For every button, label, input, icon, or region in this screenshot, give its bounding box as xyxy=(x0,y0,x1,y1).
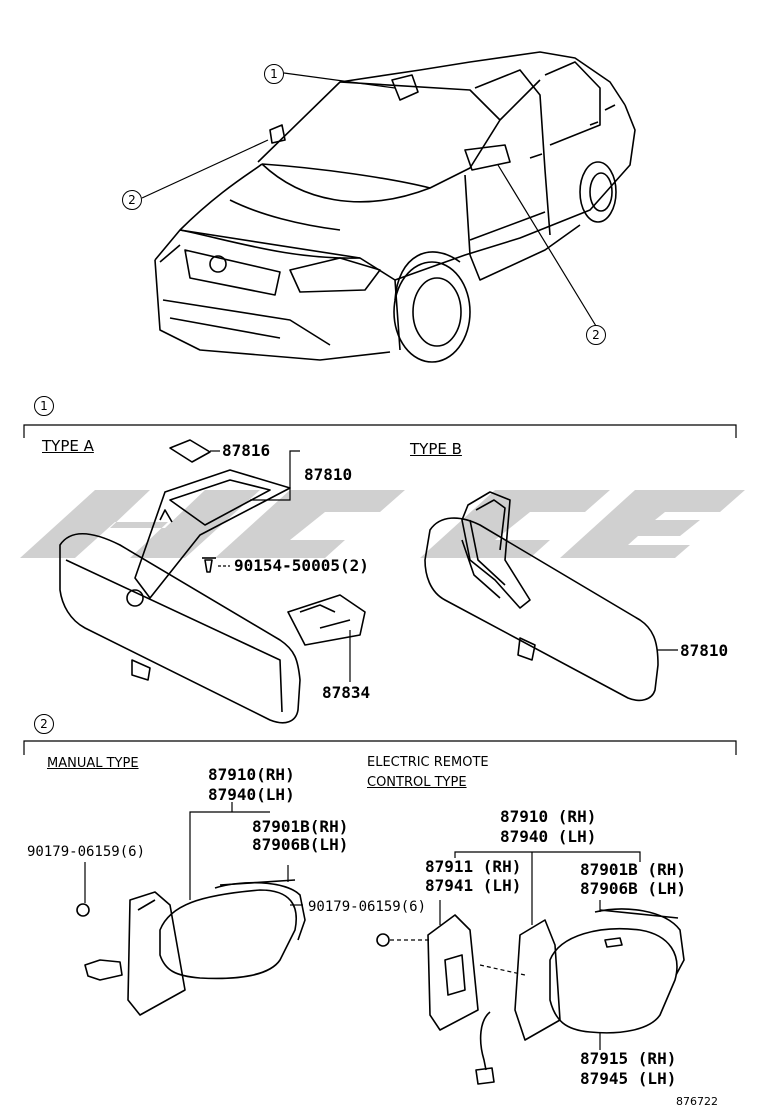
type-a-leaders xyxy=(210,450,351,682)
part-87816: 87816 xyxy=(222,441,271,460)
document-number: 876722 xyxy=(676,1095,718,1108)
inner-mirror-type-b xyxy=(424,491,659,702)
part-87910-rh-manual: 87910(RH) xyxy=(208,765,295,784)
car-illustration xyxy=(154,51,636,363)
manual-type-label: MANUAL TYPE xyxy=(47,756,139,771)
callout-2-car-right: 2 xyxy=(586,325,606,345)
part-90154-50005: 90154-50005(2) xyxy=(234,556,369,575)
part-87910-rh-electric: 87910 (RH) xyxy=(500,807,597,826)
callout-2-car-left: 2 xyxy=(122,190,142,210)
car-leader-lines xyxy=(141,72,597,327)
manual-leaders xyxy=(84,802,303,906)
type-a-label: TYPE A xyxy=(42,437,94,455)
part-87940-lh-manual: 87940(LH) xyxy=(208,785,295,804)
outer-mirror-manual xyxy=(76,879,306,1016)
outer-mirror-electric xyxy=(376,908,685,1085)
part-87906b-lh-manual: 87906B(LH) xyxy=(252,835,349,854)
electric-type-label-line2: CONTROL TYPE xyxy=(367,775,467,790)
part-87945-lh-electric: 87945 (LH) xyxy=(580,1069,677,1088)
electric-type-label-line1: ELECTRIC REMOTE xyxy=(367,755,489,770)
part-87834: 87834 xyxy=(322,683,371,702)
part-90179-06159-mid: 90179-06159(6) xyxy=(308,899,427,915)
part-87911-rh-electric: 87911 (RH) xyxy=(425,857,522,876)
part-87940-lh-electric: 87940 (LH) xyxy=(500,827,597,846)
part-87810-type-b: 87810 xyxy=(680,641,729,660)
electric-leaders xyxy=(390,851,641,1050)
section2-bracket xyxy=(23,740,737,755)
part-87906b-lh-electric: 87906B (LH) xyxy=(580,879,686,898)
part-87941-lh-electric: 87941 (LH) xyxy=(425,876,522,895)
callout-1-section: 1 xyxy=(34,396,54,416)
inner-mirror-type-a xyxy=(59,439,366,724)
part-87915-rh-electric: 87915 (RH) xyxy=(580,1049,677,1068)
type-b-label: TYPE B xyxy=(410,440,462,458)
part-90179-06159-left: 90179-06159(6) xyxy=(27,844,146,860)
part-87901b-rh-electric: 87901B (RH) xyxy=(580,860,686,879)
section1-bracket xyxy=(23,424,737,438)
callout-2-section: 2 xyxy=(34,714,54,734)
watermark-logo xyxy=(20,490,745,558)
part-87901b-rh-manual: 87901B(RH) xyxy=(252,817,349,836)
part-87810-type-a: 87810 xyxy=(304,465,353,484)
callout-1-car: 1 xyxy=(264,64,284,84)
